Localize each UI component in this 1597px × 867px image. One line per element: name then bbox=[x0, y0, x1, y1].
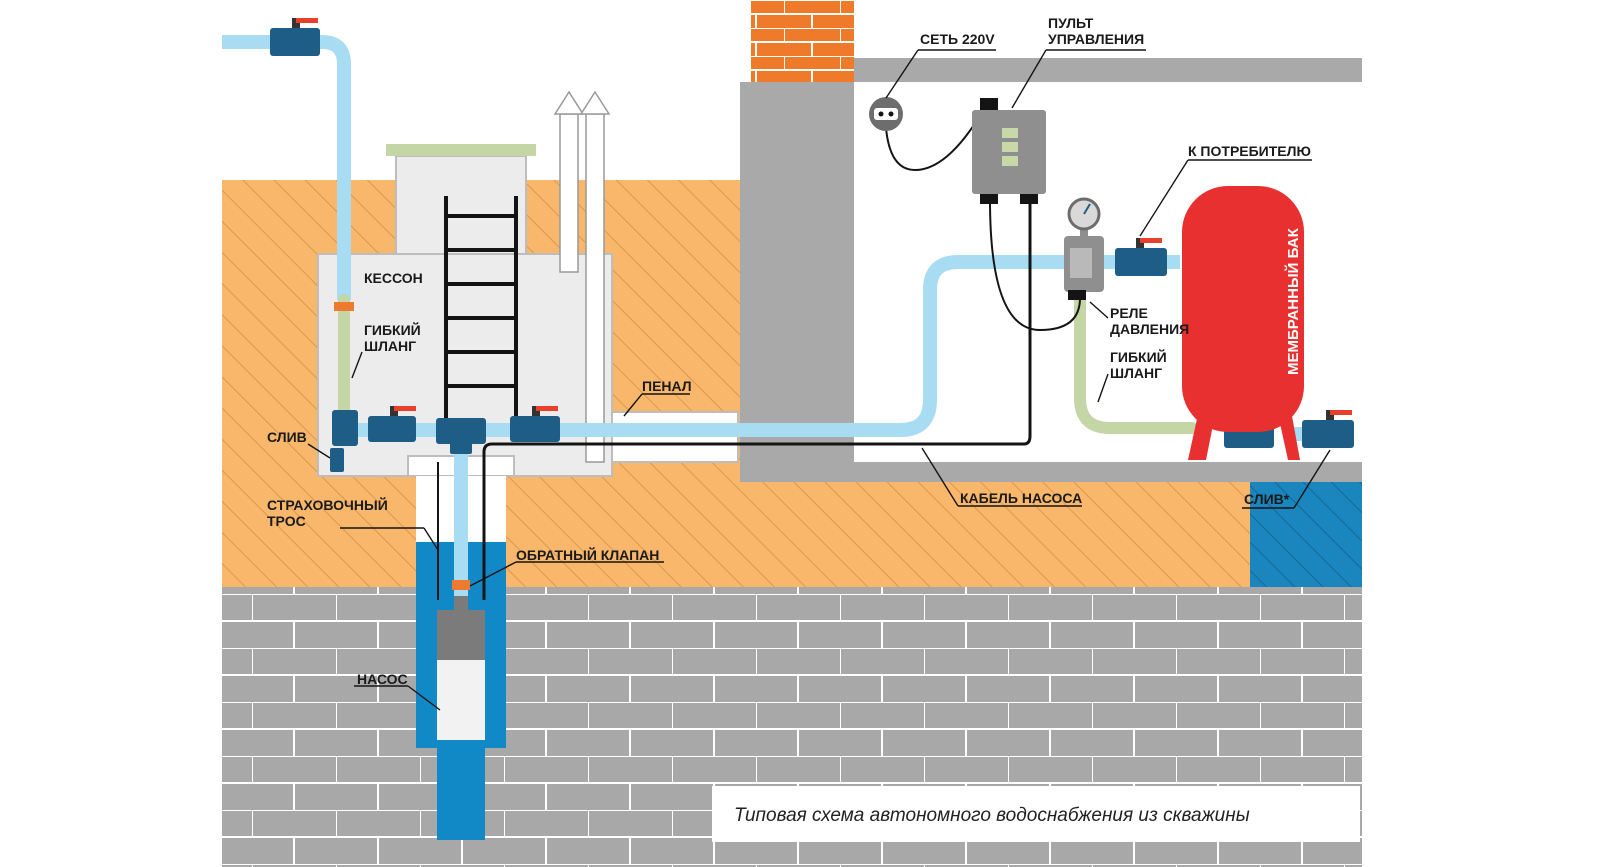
label-pump: НАСОС bbox=[357, 671, 408, 687]
pump bbox=[437, 596, 485, 740]
label-kesson: КЕССОН bbox=[364, 270, 423, 286]
label-hose-right-1: ГИБКИЙ bbox=[1110, 348, 1167, 365]
label-hose-left-2: ШЛАНГ bbox=[364, 338, 416, 354]
socket-cable bbox=[885, 101, 989, 172]
label-drain-right: СЛИВ* bbox=[1244, 491, 1290, 507]
leader-lines bbox=[307, 49, 1331, 711]
house-floor bbox=[740, 462, 1362, 482]
label-control-1: ПУЛЬТ bbox=[1048, 15, 1094, 31]
label-control-2: УПРАВЛЕНИЯ bbox=[1048, 31, 1144, 47]
label-penal: ПЕНАЛ bbox=[642, 378, 692, 394]
relay-cable bbox=[989, 199, 1081, 332]
label-to-consumer: К ПОТРЕБИТЕЛЮ bbox=[1188, 143, 1311, 159]
house-ceiling bbox=[854, 58, 1362, 82]
label-hose-right-2: ШЛАНГ bbox=[1110, 365, 1162, 381]
pipe-clip bbox=[334, 302, 354, 311]
label-check-valve: ОБРАТНЫЙ КЛАПАН bbox=[516, 546, 659, 563]
check-valve bbox=[452, 580, 470, 590]
caption-box: Типовая схема автономного водоснабжения … bbox=[712, 786, 1360, 842]
label-rope-2: ТРОС bbox=[267, 513, 306, 529]
pipes bbox=[222, 35, 1340, 596]
tank-label: МЕМБРАННЫЙ БАК bbox=[1284, 227, 1302, 375]
label-hose-left-1: ГИБКИЙ bbox=[364, 321, 421, 338]
hoses bbox=[338, 294, 1198, 434]
socket bbox=[869, 97, 903, 131]
drain-pit bbox=[1250, 482, 1362, 587]
chimney bbox=[751, 0, 854, 82]
caption: Типовая схема автономного водоснабжения … bbox=[734, 805, 1250, 826]
label-relay-1: РЕЛЕ bbox=[1110, 305, 1148, 321]
label-network: СЕТЬ 220V bbox=[920, 31, 995, 47]
label-rope-1: СТРАХОВОЧНЫЙ bbox=[267, 496, 388, 513]
ventilation-pipes bbox=[553, 90, 611, 463]
labels: КЕССОН ГИБКИЙ ШЛАНГ СЛИВ СТРАХОВОЧНЫЙ ТР… bbox=[267, 15, 1311, 687]
membrane-tank: МЕМБРАННЫЙ БАК bbox=[1182, 186, 1304, 460]
control-panel bbox=[972, 98, 1046, 204]
label-drain-left: СЛИВ bbox=[267, 429, 307, 445]
ladder bbox=[444, 196, 518, 420]
house-wall bbox=[740, 82, 854, 482]
pressure-relay bbox=[1064, 197, 1104, 300]
pump-cable bbox=[482, 200, 1032, 600]
label-pump-cable: КАБЕЛЬ НАСОСА bbox=[960, 490, 1082, 506]
label-relay-2: ДАВЛЕНИЯ bbox=[1110, 321, 1189, 337]
fittings bbox=[270, 18, 1354, 472]
